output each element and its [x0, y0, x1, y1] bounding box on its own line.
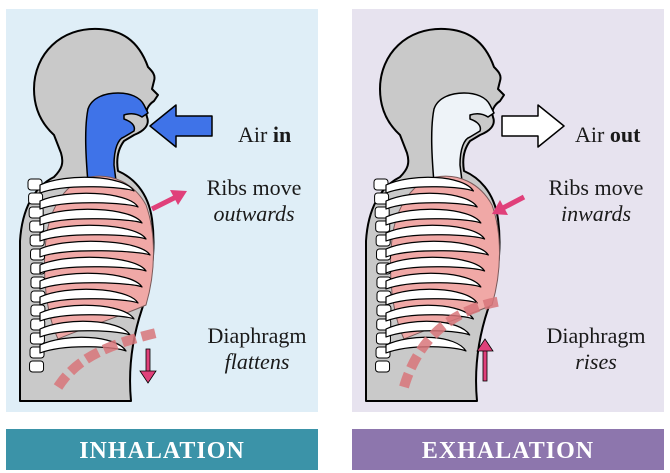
ribs-outwards-label: Ribs move outwards — [199, 175, 309, 227]
air-in-label: Air in — [238, 122, 291, 148]
ribs-inwards-label: Ribs move inwards — [535, 175, 657, 227]
air-out-arrow — [502, 105, 564, 147]
inhalation-panel: Air in Ribs move outwards Diaphragm flat… — [6, 9, 318, 412]
ribs-arrow-shaft — [152, 197, 176, 209]
air-in-arrow — [150, 105, 212, 147]
air-out-text: Air — [575, 122, 604, 147]
diaphragm-arrow-shaft — [146, 349, 150, 373]
diaphragm-text: Diaphragm — [196, 323, 318, 349]
air-in-bold: in — [273, 122, 291, 147]
air-out-label: Air out — [575, 122, 640, 148]
vertebra — [376, 361, 390, 372]
exhalation-panel: Air out Ribs move inwards Diaphragm rise… — [352, 9, 664, 412]
diaphragm-flattens-text: flattens — [225, 349, 290, 374]
diaphragm-arrow-shaft — [483, 349, 487, 381]
ribs-arrow-shaft — [503, 197, 524, 208]
ribs-move-text: Ribs move — [199, 175, 309, 201]
diaphragm-arrow-head — [140, 371, 156, 383]
exhalation-banner: EXHALATION — [352, 429, 664, 470]
ribs-inwards-text: inwards — [561, 201, 631, 226]
vertebra — [30, 361, 44, 372]
diaphragm-rises-label: Diaphragm rises — [535, 323, 657, 375]
air-in-text: Air — [238, 122, 267, 147]
diaphragm-rises-text: rises — [575, 349, 617, 374]
ribs-move-text-2: Ribs move — [535, 175, 657, 201]
ribs-outwards-text: outwards — [213, 201, 294, 226]
air-out-bold: out — [610, 122, 641, 147]
diaphragm-text-2: Diaphragm — [535, 323, 657, 349]
inhalation-banner: INHALATION — [6, 429, 318, 470]
diaphragm-flattens-label: Diaphragm flattens — [196, 323, 318, 375]
